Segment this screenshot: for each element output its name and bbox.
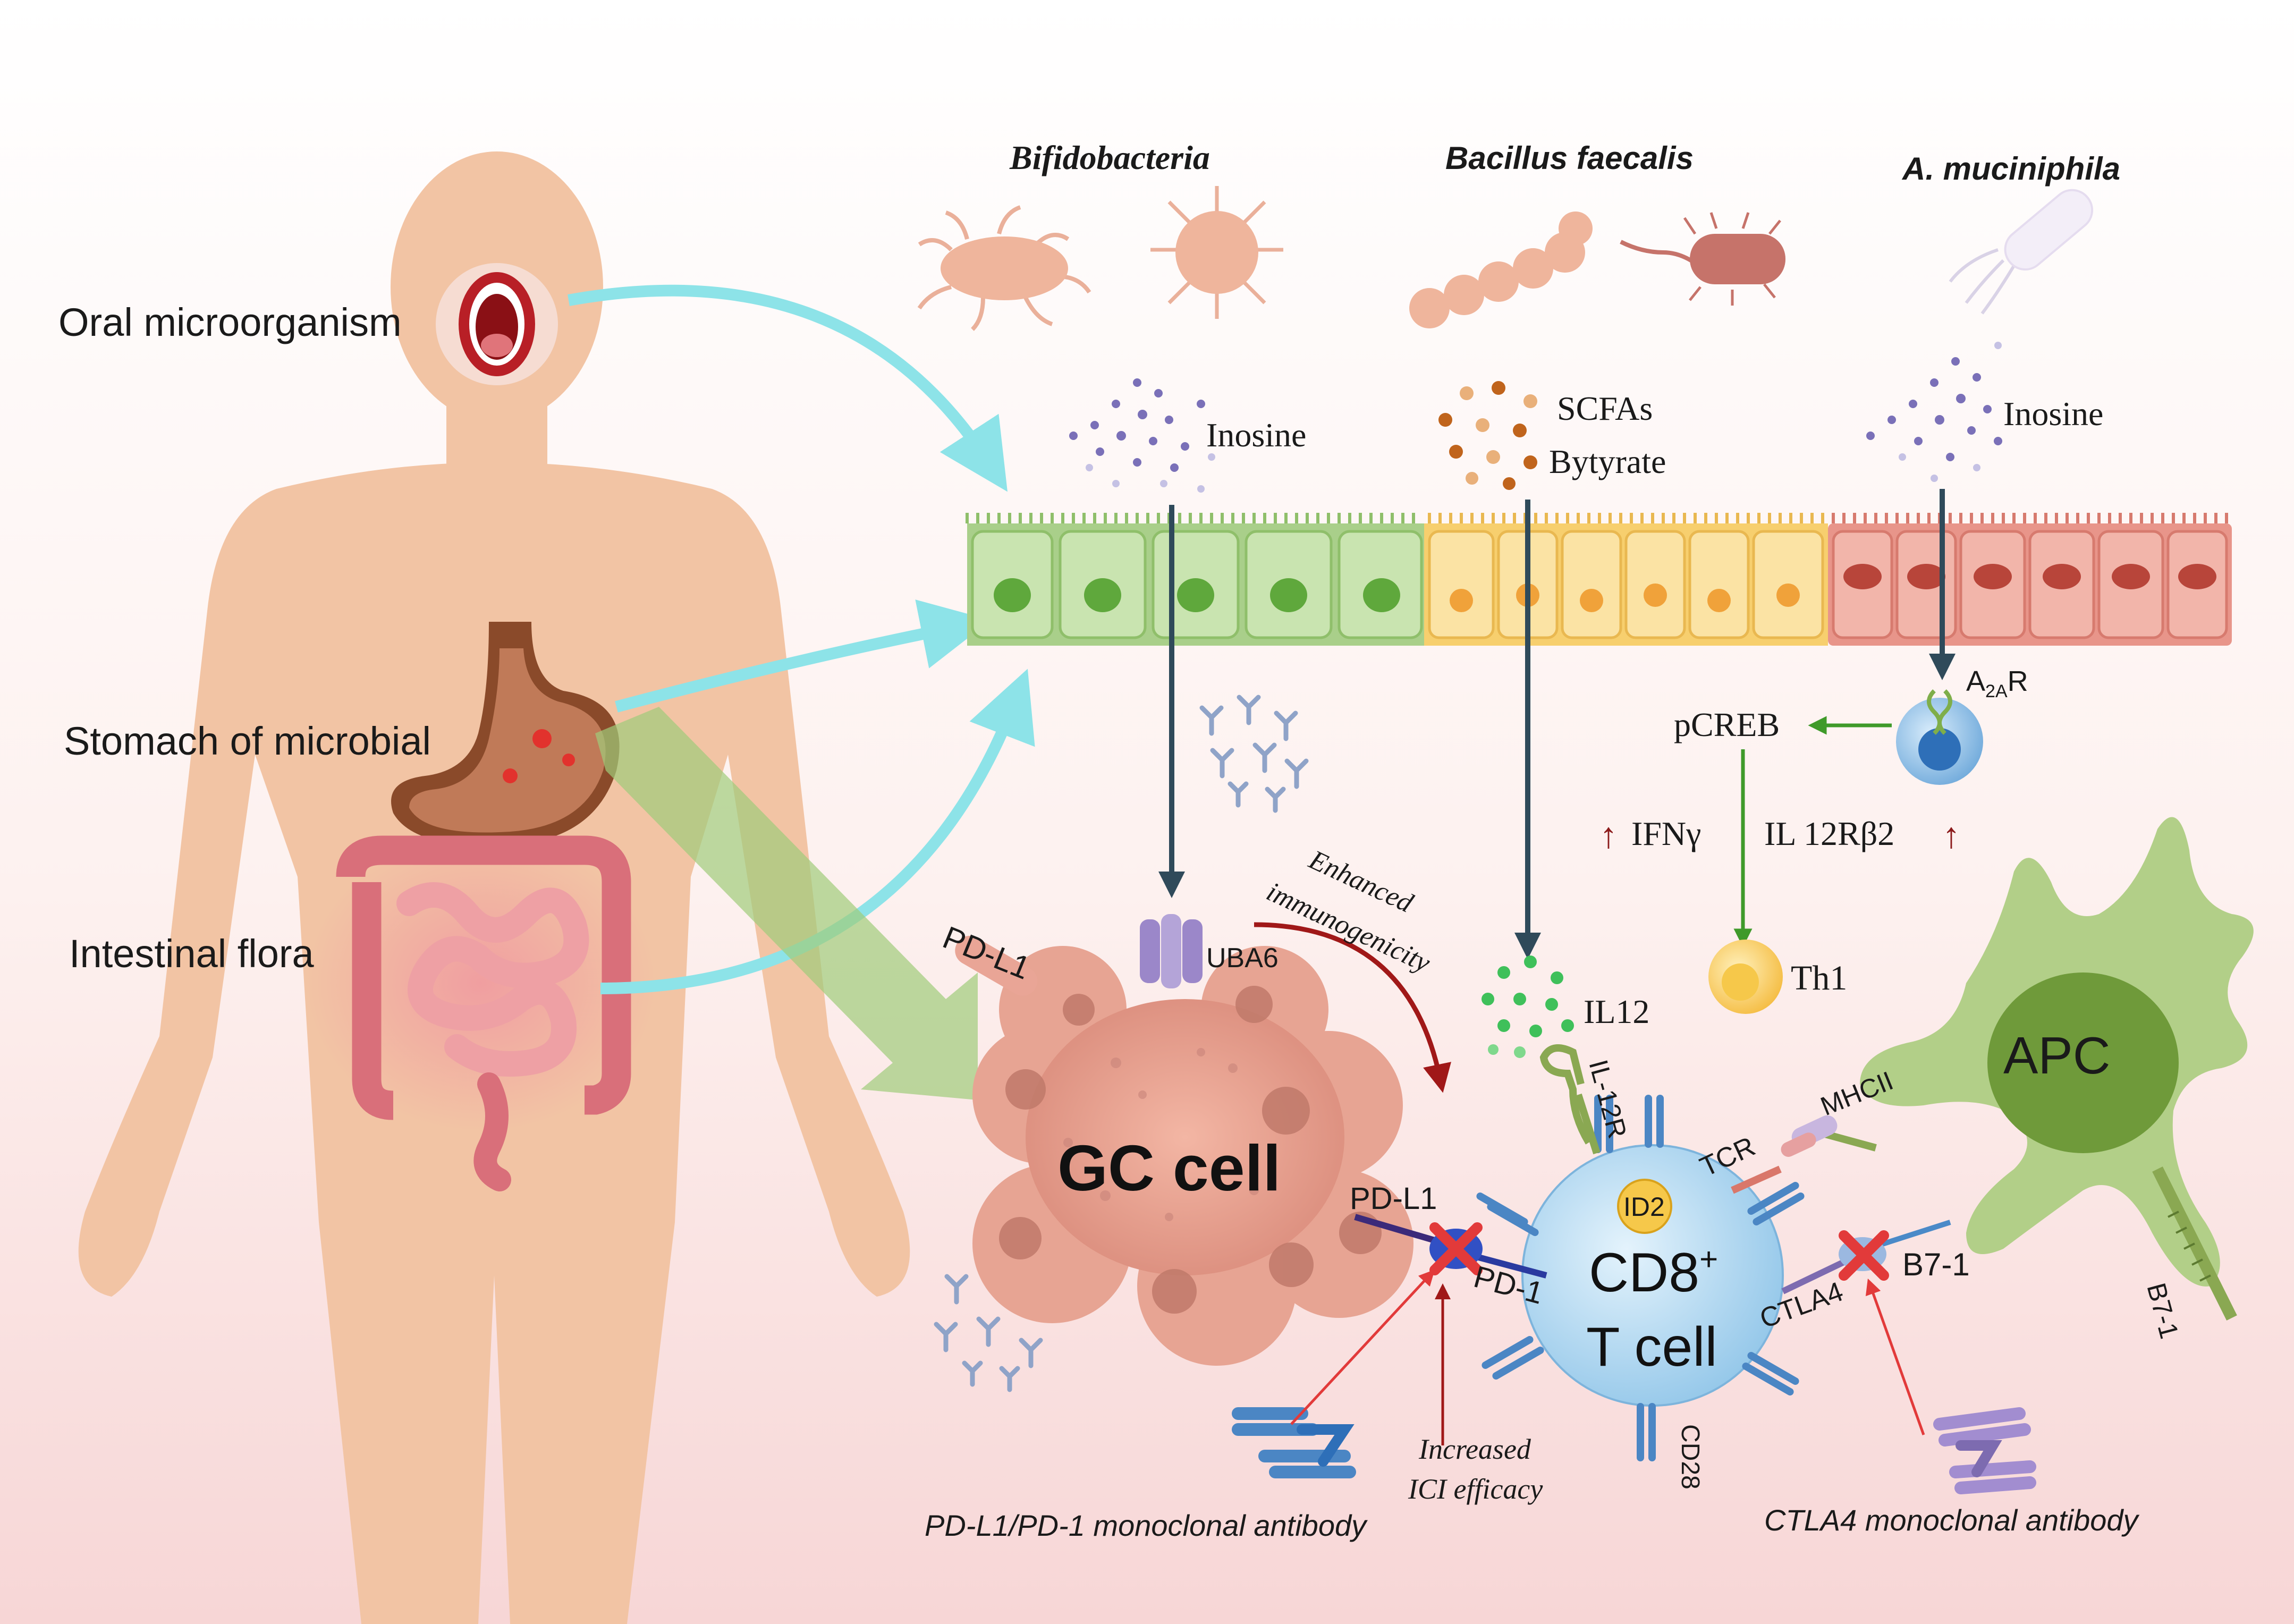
label-pd-mab: PD-L1/PD-1 monoclonal antibody — [925, 1509, 1368, 1542]
mhcii-icon — [1781, 1115, 1838, 1157]
akkermansia-icon — [1949, 189, 2094, 315]
label-pdl1-mid: PD-L1 — [1350, 1181, 1437, 1216]
stomach-icon — [391, 622, 620, 846]
label-apc: APC — [2003, 1026, 2111, 1085]
label-b7-1-mid: B7-1 — [1902, 1247, 1970, 1282]
inosine-dots-right — [1866, 342, 2002, 482]
a2ar-receptor-cell — [1896, 689, 1983, 785]
up-arrow-ifng: ↑ — [1599, 815, 1618, 856]
label-scfas: SCFAs — [1557, 390, 1653, 427]
scfa-dots — [1438, 381, 1537, 490]
stomach-to-gc-arrow — [595, 707, 978, 1100]
enhanced-immunogenicity-arrow — [1254, 922, 1451, 1093]
pd-mab-arrow — [1290, 1270, 1435, 1425]
pdl1-top-receptor — [955, 936, 1038, 996]
ctla4-mab-arrow — [1865, 1278, 1925, 1435]
label-butyrate: Bytyrate — [1549, 443, 1666, 480]
label-bacillus-faecalis: Bacillus faecalis — [1445, 140, 1694, 176]
label-uba6: UBA6 — [1206, 943, 1279, 974]
label-ici-efficacy: ICI efficacy — [1408, 1473, 1543, 1505]
bacillus-rod-icon — [1620, 212, 1785, 306]
ctla4-mab-icon — [1933, 1407, 2036, 1494]
inosine-dots-left — [1069, 378, 1215, 493]
a2ar-r: R — [2008, 665, 2028, 697]
il12-dots — [1482, 955, 1574, 1058]
a2ar-a: A — [1966, 665, 1985, 697]
label-oral-microorganism: Oral microorganism — [58, 300, 402, 344]
epithelium-yellow — [1424, 513, 1828, 646]
epithelium-red — [1828, 513, 2232, 646]
label-increased: Increased — [1418, 1433, 1531, 1465]
cd8-text: CD8 — [1589, 1242, 1699, 1304]
label-stomach-of-microbial: Stomach of microbial — [64, 719, 431, 763]
label-ifng: IFNγ — [1631, 815, 1701, 852]
label-gc-cell: GC cell — [1057, 1132, 1281, 1204]
il12r-receptor — [1539, 1044, 1593, 1145]
label-a2ar: A2AR — [1966, 665, 2028, 701]
label-cd28: CD28 — [1676, 1424, 1704, 1490]
intestine-icon — [306, 834, 656, 1191]
label-th1: Th1 — [1791, 959, 1847, 997]
label-bifidobacteria: Bifidobacteria — [1009, 139, 1210, 176]
bifidobacteria-icon — [917, 186, 1283, 331]
label-intestinal-flora: Intestinal flora — [69, 932, 315, 976]
uba6-channel — [1140, 914, 1203, 988]
bacillus-faecalis-icon — [1409, 212, 1593, 328]
label-cd8: CD8+ — [1589, 1241, 1718, 1304]
label-il12: IL12 — [1584, 993, 1649, 1030]
label-il12rb2: IL 12Rβ2 — [1764, 815, 1894, 852]
id2-badge — [1617, 1179, 1672, 1234]
pd1-pdl1-interaction — [1354, 1214, 1547, 1279]
th1-cell — [1708, 940, 1783, 1014]
a2ar-subscript: 2A — [1985, 681, 2008, 701]
b7-1-apc-receptor — [2152, 1166, 2237, 1321]
label-a-muciniphila: A. muciniphila — [1901, 151, 2120, 187]
epithelium-green — [966, 513, 1424, 646]
mouth-icon — [436, 263, 558, 385]
intestinal-epithelium — [966, 513, 2232, 646]
apc-cell — [1860, 817, 2254, 1287]
gc-cell-cluster — [972, 946, 1413, 1366]
il12r-stalk — [1575, 1093, 1601, 1155]
label-ctla4-mab: CTLA4 monoclonal antibody — [1764, 1503, 2140, 1537]
antibody-cluster-top — [1199, 695, 1309, 813]
tcr-stalk — [1731, 1165, 1782, 1194]
label-inosine-left: Inosine — [1206, 416, 1306, 454]
label-inosine-right: Inosine — [2003, 395, 2103, 433]
cd8-superscript: + — [1699, 1241, 1718, 1277]
pd-mab-icon — [1232, 1407, 1356, 1478]
label-id2: ID2 — [1623, 1192, 1665, 1222]
up-arrow-il12rb2: ↑ — [1942, 815, 1960, 856]
ctla4-b7-interaction — [1781, 1220, 1951, 1295]
label-t-cell: T cell — [1586, 1316, 1717, 1378]
tcell-surface-receptors — [1476, 1095, 1805, 1461]
label-pcreb: pCREB — [1674, 706, 1780, 743]
metabolite-arrows — [1158, 489, 1956, 959]
